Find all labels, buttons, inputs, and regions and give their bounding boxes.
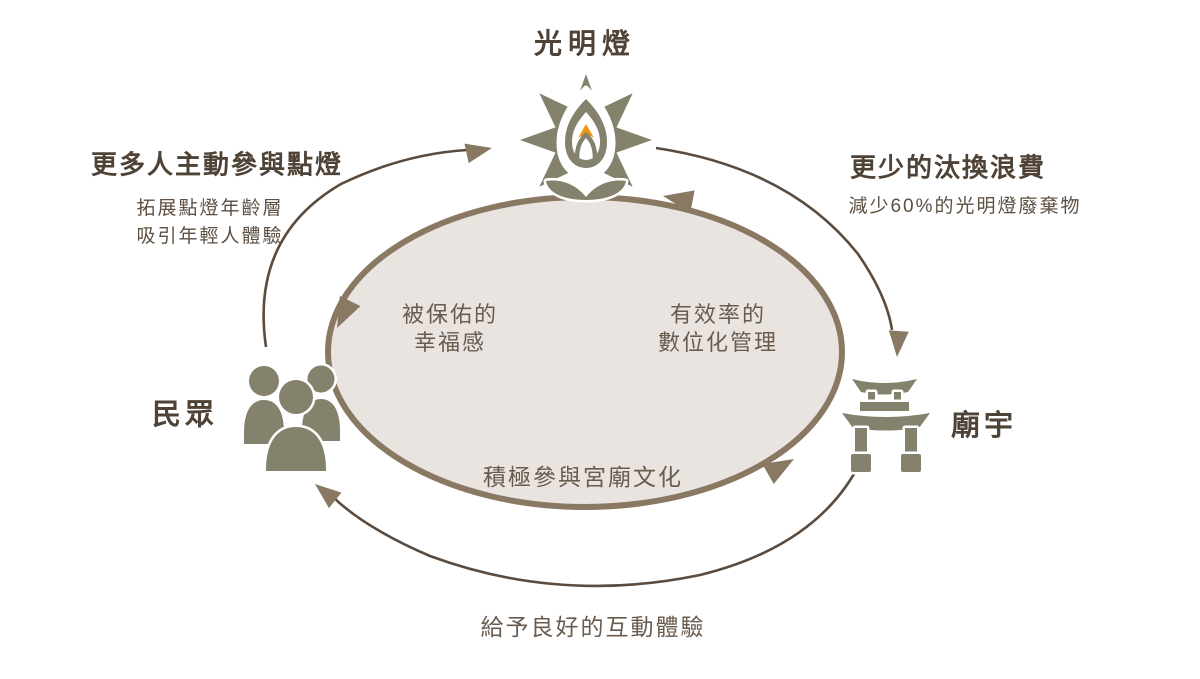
temple-top-roof [849,376,920,397]
temple-beam [857,399,912,414]
inner-label-line: 數位化管理 [657,330,779,355]
flow-detail-lamp-to-temple: 減少60%的光明燈廢棄物 [848,196,1082,217]
node-label-people: 民眾 [151,399,219,431]
temple-leg-left [852,425,870,458]
inner-arrow-lamp-to-people [337,295,361,328]
lamp-flame [578,124,594,138]
temple-leg-right [902,425,920,458]
lotus-base-leaves [543,177,629,203]
person-back-right-head [305,363,337,395]
outer-arc-temple-to-people [332,462,862,588]
lotus-lamp-icon [517,71,655,203]
temple-foot-left [848,451,874,475]
person-back-left-head [246,363,282,399]
outer-arrowhead-to-temple [888,330,909,357]
flow-detail-line: 拓展點燈年齡層 [136,198,284,219]
node-label-temple: 廟宇 [950,410,1018,442]
lotus-inner-arch [574,132,598,159]
flow-heading-people-to-lamp: 更多人主動參與點燈 [90,149,344,180]
inner-label-line: 幸福感 [413,330,487,355]
temple-gate-icon [839,376,933,475]
temple-foot-right [898,451,924,475]
inner-label-line: 被保佑的 [401,302,499,327]
flow-details-people-to-lamp: 拓展點燈年齡層 吸引年輕人體驗 [136,195,283,251]
inner-label-digital-management: 有效率的 數位化管理 [658,301,778,357]
outer-arc-people-to-lamp [262,148,468,348]
inner-label-temple-culture: 積極參與宮廟文化 [483,464,683,490]
outer-arrowhead-to-people [315,484,342,509]
inner-arrow-people-to-temple [762,459,794,484]
inner-label-blessed-happiness: 被保佑的 幸福感 [402,301,498,357]
inner-label-line: 有效率的 [669,302,767,327]
person-front-head [276,377,316,417]
flow-detail-line: 吸引年輕人體驗 [136,226,284,247]
inner-arrow-temple-to-lamp [663,190,695,214]
people-group-icon [241,363,343,474]
flow-heading-lamp-to-temple: 更少的汰換浪費 [849,152,1047,183]
node-label-lamp: 光明燈 [533,28,637,59]
person-front-body [263,424,329,474]
flow-heading-temple-to-people: 給予良好的互動體驗 [480,614,706,640]
outer-arrowhead-to-lamp [464,143,492,164]
outer-arc-lamp-to-temple [655,146,894,331]
